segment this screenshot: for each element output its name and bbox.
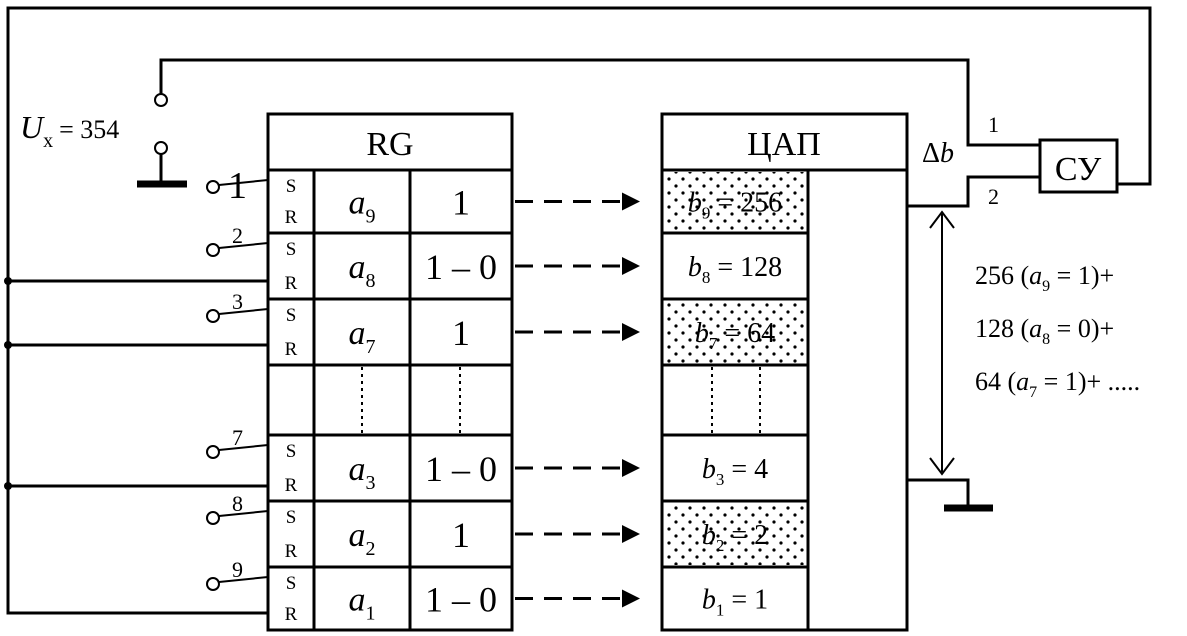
- reset-label: R: [285, 339, 298, 360]
- dac-weight: b8 = 128: [688, 252, 782, 287]
- arrowhead-icon: [622, 192, 640, 211]
- delta-b-label: Δb: [922, 138, 954, 169]
- switch-lead: [218, 242, 269, 249]
- bit-name: a9: [349, 185, 376, 228]
- rg-register: RG: [266, 112, 514, 632]
- switch-terminal: [206, 180, 220, 194]
- dac-cell: b9 = 256: [665, 172, 806, 231]
- bit-name: a8: [349, 249, 376, 292]
- switch-number: 2: [232, 223, 243, 248]
- set-label: S: [286, 176, 297, 197]
- set-label: S: [286, 239, 297, 260]
- switch-lead: [218, 444, 269, 451]
- bit-value: 1: [452, 313, 470, 353]
- switch-number: 9: [232, 557, 243, 582]
- switch-terminal: [206, 511, 220, 525]
- dac-weight: b2 = 2: [702, 520, 768, 555]
- switch-terminal: [206, 309, 220, 323]
- reset-label: R: [285, 273, 298, 294]
- bit-name: a1: [349, 582, 376, 625]
- dac-cell: b2 = 2: [665, 503, 806, 565]
- dac-weight: b7 = 64: [695, 318, 775, 353]
- arrowhead-icon: [622, 257, 640, 275]
- switch-number: 7: [232, 425, 243, 450]
- set-label: S: [286, 441, 297, 462]
- shaded-cell-fill: [665, 172, 806, 231]
- cu-label: СУ: [1055, 151, 1102, 188]
- cu-input-1-label: 1: [988, 112, 999, 137]
- arrowhead-icon: [622, 323, 640, 341]
- rg-title: RG: [366, 126, 413, 163]
- sum-line: 64 (a7 = 1)+ .....: [975, 367, 1140, 401]
- reset-label: R: [285, 604, 298, 625]
- switch-terminal: [206, 243, 220, 257]
- arrowhead-icon: [622, 459, 640, 477]
- feedback-wires: [4, 6, 1152, 615]
- bit-name: a3: [349, 451, 376, 494]
- switch-number: 8: [232, 491, 243, 516]
- switch-terminal: [206, 577, 220, 591]
- bit-name: a7: [349, 315, 376, 358]
- dac-weight: b9 = 256: [688, 188, 782, 223]
- dac-cell: b8 = 128: [688, 252, 782, 287]
- sum-line: 128 (a8 = 0)+: [975, 314, 1114, 348]
- bit-name: a2: [349, 517, 376, 560]
- dac-weight: b1 = 1: [702, 585, 768, 620]
- bit-value: 1: [452, 515, 470, 555]
- switch-lead: [218, 308, 269, 315]
- dac-rows: b9 = 256 b8 = 128 b7 = 64 b3 = 4 b2 = 2 b1 = …: [665, 172, 806, 620]
- ux-label: Ux= 354: [20, 109, 119, 152]
- shaded-cell-fill: [665, 301, 806, 363]
- dac-cell: b1 = 1: [702, 585, 768, 620]
- weighted-sum: 256 (a9 = 1)+ 128 (a8 = 0)+ 64 (a7 = 1)+ .…: [975, 261, 1140, 401]
- transfer-arrows: [515, 192, 640, 608]
- bit-value: 1 – 0: [425, 449, 497, 489]
- cu-input-2-label: 2: [988, 184, 999, 209]
- dac-title: ЦАП: [747, 126, 821, 163]
- range-arrow: [929, 210, 955, 476]
- shaded-cell-fill: [665, 503, 806, 565]
- arrowhead-icon: [622, 525, 640, 543]
- cu-block: СУ 1 2: [988, 112, 1119, 209]
- sum-line: 256 (a9 = 1)+: [975, 261, 1114, 295]
- arrowhead-icon: [622, 589, 640, 608]
- dac-cell: b7 = 64: [665, 301, 806, 363]
- set-label: S: [286, 573, 297, 594]
- dac-cell: b3 = 4: [702, 454, 768, 489]
- switch-number: 1: [228, 165, 247, 207]
- ux-input-switch: [137, 93, 187, 188]
- set-label: S: [286, 305, 297, 326]
- bit-value: 1: [452, 183, 470, 223]
- set-label: S: [286, 507, 297, 528]
- bit-value: 1 – 0: [425, 580, 497, 620]
- switch-number: 3: [232, 289, 243, 314]
- reset-label: R: [285, 541, 298, 562]
- switch-terminal: [206, 445, 220, 459]
- dac-weight: b3 = 4: [702, 454, 768, 489]
- switch-lead: [218, 510, 269, 517]
- switch-lead: [218, 576, 269, 583]
- switch-lead: [218, 179, 269, 186]
- bit-value: 1 – 0: [425, 247, 497, 287]
- reset-label: R: [285, 475, 298, 496]
- reset-label: R: [285, 207, 298, 228]
